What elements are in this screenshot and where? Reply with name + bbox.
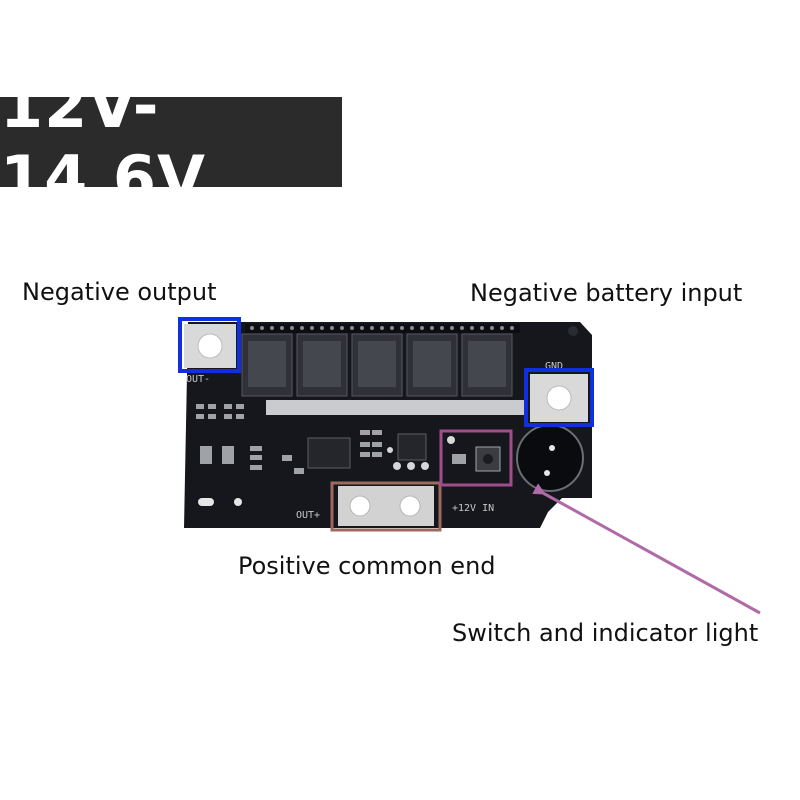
positive-common-pads xyxy=(338,486,434,526)
smd-components xyxy=(196,404,382,474)
mounting-slots xyxy=(198,498,242,506)
highlight-switch-indicator xyxy=(439,429,513,487)
ic-chips xyxy=(307,433,427,469)
solder-strip xyxy=(266,400,524,415)
silk-out-plus: OUT+ xyxy=(296,510,320,521)
label-positive-common-end: Positive common end xyxy=(238,552,496,580)
buzzer xyxy=(516,424,584,492)
mosfet-row xyxy=(241,333,513,397)
negative-battery-pad xyxy=(530,374,588,422)
silk-out-minus: OUT- xyxy=(186,374,210,385)
silk-gnd: GND xyxy=(545,361,563,372)
pin-header xyxy=(245,324,578,336)
label-negative-battery-input: Negative battery input xyxy=(470,279,743,307)
highlight-positive-common-end xyxy=(330,481,442,532)
label-switch-indicator-light: Switch and indicator light xyxy=(452,619,759,647)
label-negative-output: Negative output xyxy=(22,278,217,306)
highlight-negative-output xyxy=(178,317,241,373)
via-dots xyxy=(387,447,429,470)
silk-12v-in: +12V IN xyxy=(452,503,494,514)
highlight-negative-battery-input xyxy=(524,368,594,427)
switch-components xyxy=(447,436,501,472)
arrow-to-switch xyxy=(532,483,761,615)
negative-output-pad xyxy=(184,324,236,368)
